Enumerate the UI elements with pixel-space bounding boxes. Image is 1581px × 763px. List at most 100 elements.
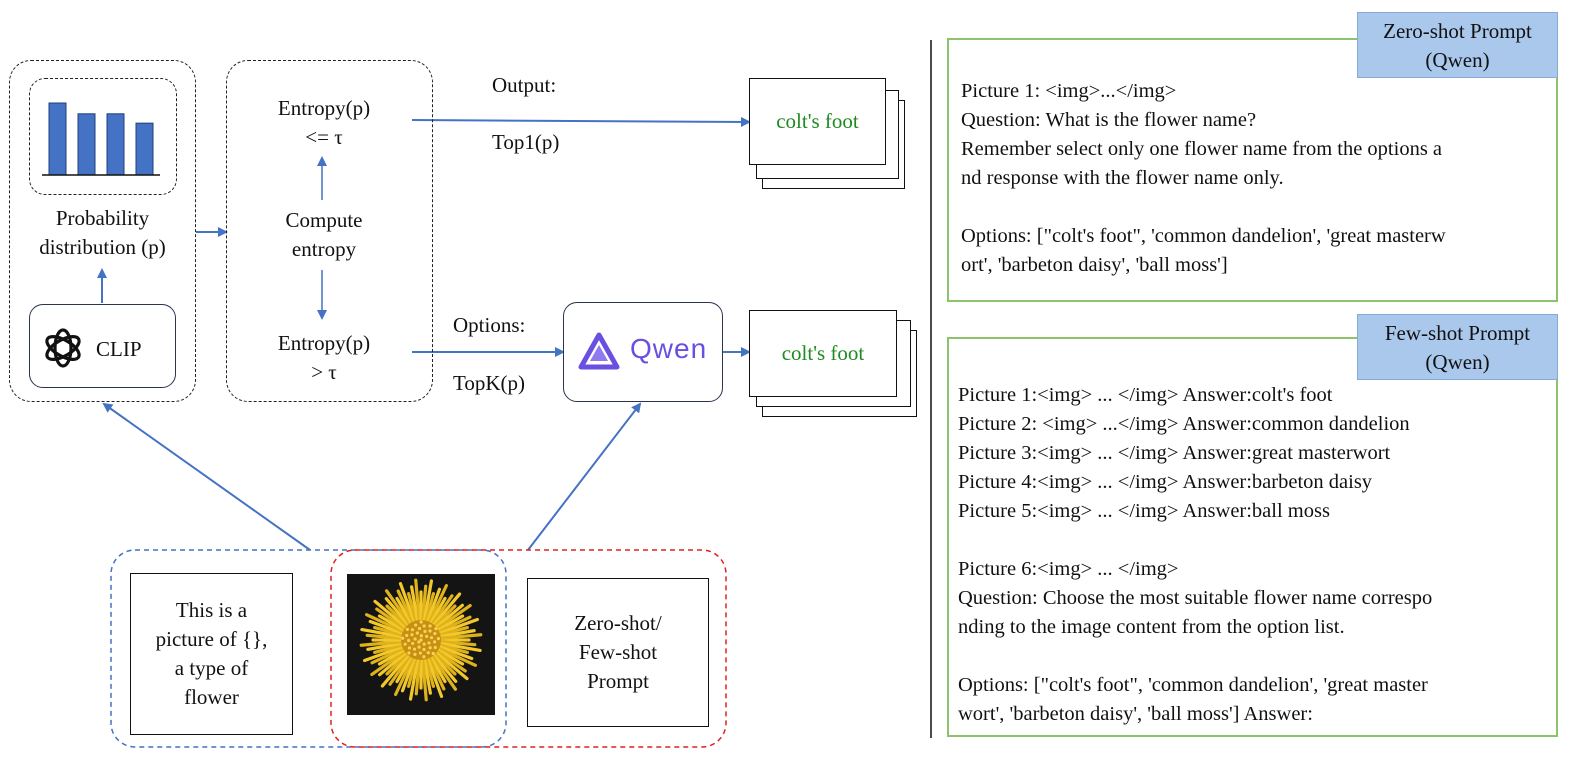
flower-floret (415, 631, 419, 635)
flower-petal (365, 633, 409, 641)
flower-floret (422, 624, 426, 628)
flower-petal (420, 584, 428, 628)
flower-floret (417, 645, 421, 649)
flower-image (347, 574, 495, 715)
flower-floret (433, 645, 437, 650)
histogram-bar (135, 122, 154, 176)
result-card-top: colt's foot (749, 78, 886, 165)
flower-floret (428, 629, 432, 633)
flower-petal (433, 639, 477, 647)
prompt-line (958, 642, 1432, 671)
flower-photo (359, 578, 483, 702)
arrow-low-to-result (411, 116, 751, 127)
clip-input-group (110, 549, 507, 748)
flower-petal (410, 585, 421, 628)
text-prompt-template: This is a picture of {}, a type of flowe… (130, 573, 293, 735)
flower-petal (359, 639, 409, 647)
flower-petal (424, 651, 444, 698)
arrow-input-to-clip (102, 402, 311, 551)
qwen-logo-icon (578, 332, 620, 370)
prompt-line: Picture 5:<img> ... </img> Answer:ball m… (958, 500, 1330, 522)
flower-floret (405, 633, 409, 638)
flower-petal (432, 615, 472, 636)
flower-petals (359, 578, 483, 702)
flower-floret (413, 652, 417, 656)
few-shot-prompt-text: Picture 1:<img> ... </img> Answer:colt's… (958, 381, 1432, 729)
few-shot-tab: Few-shot Prompt (Qwen) (1357, 314, 1558, 380)
result-top-text: colt's foot (776, 109, 859, 133)
result-card-bottom: colt's foot (749, 310, 897, 397)
flower-petal (433, 640, 482, 653)
flower-petal (363, 643, 410, 663)
flower-petal (420, 652, 428, 702)
flower-floret (423, 629, 427, 634)
prompt-line: Options: ["colt's foot", 'common dandeli… (961, 225, 1446, 247)
flower-petal (396, 589, 417, 629)
flower-petal (414, 578, 422, 628)
flower-petal (433, 633, 483, 641)
prompt-line: Remember select only one flower name fro… (961, 138, 1443, 160)
prompt-line (961, 193, 1446, 222)
flower-floret (418, 651, 422, 655)
prompt-line (958, 526, 1432, 555)
flower-petal (384, 597, 414, 631)
flower-floret (422, 647, 426, 652)
flower-petal (384, 589, 415, 631)
flower-floret (433, 640, 437, 644)
zero-few-shot-prompt-box: Zero-shot/ Few-shot Prompt (527, 578, 709, 727)
prompt-line: Question: Choose the most suitable flowe… (958, 587, 1433, 609)
flower-petal (380, 649, 414, 688)
flower-petal (388, 649, 415, 686)
zero-shot-prompt-text: Picture 1: <img>...</img> Question: What … (961, 77, 1446, 280)
entropy-high-condition: Entropy(p) > τ (277, 331, 371, 384)
probability-histogram (42, 102, 160, 176)
flower-floret (407, 651, 411, 655)
flower-petal (360, 627, 409, 640)
histogram-box (29, 78, 177, 195)
flower-petal (365, 613, 410, 636)
prompt-line: Options: ["colt's foot", 'common dandeli… (958, 674, 1428, 696)
flower-petal (432, 644, 477, 667)
flower-floret (403, 642, 407, 646)
prompt-line: Picture 3:<img> ... </img> Answer:great … (958, 442, 1391, 464)
flower-petal (421, 579, 434, 628)
flower-petal (373, 599, 412, 633)
flower-petal (428, 649, 458, 683)
flower-petal (370, 644, 410, 665)
flower-floret (410, 633, 414, 637)
flower-petal (424, 587, 442, 629)
flower-petal (398, 582, 418, 629)
prompt-line: Question: What is the flower name? (961, 109, 1257, 131)
prompt-line: wort', 'barbeton daisy', 'ball moss'] An… (958, 703, 1313, 725)
flower-floret (422, 655, 426, 659)
flower-floret (428, 624, 432, 628)
qwen-label: Qwen (630, 333, 708, 364)
prompt-line: Picture 1:<img> ... </img> Answer:colt's… (958, 384, 1333, 406)
prompt-line: Picture 1: <img>...</img> (961, 80, 1177, 102)
entropy-low-condition: Entropy(p) <= τ (277, 96, 371, 149)
flower-petal (433, 629, 476, 640)
flower-floret (407, 638, 411, 643)
clip-label: CLIP (96, 337, 142, 361)
flower-petal (432, 617, 479, 637)
flower-floret (412, 647, 417, 651)
flower-floret (411, 641, 415, 646)
flower-petal (368, 619, 410, 637)
flower-floret (425, 634, 429, 639)
prompt-line: Picture 4:<img> ... </img> Answer:barbet… (958, 471, 1373, 493)
flower-petal (427, 649, 458, 691)
flower-petal (366, 640, 409, 651)
flower-floret (433, 631, 437, 636)
clip-model-box: CLIP (29, 304, 176, 388)
flower-petal (421, 652, 432, 695)
compute-entropy-label: Compute entropy (285, 208, 363, 261)
flower-floret (410, 628, 415, 632)
openai-logo-icon (45, 328, 81, 368)
prompt-line: nding to the image content from the opti… (958, 616, 1345, 638)
flower-petal (428, 592, 462, 631)
flower-floret (426, 651, 430, 655)
flower-petal (432, 643, 474, 661)
flower-floret (407, 646, 412, 650)
clip-module-box (9, 60, 196, 402)
